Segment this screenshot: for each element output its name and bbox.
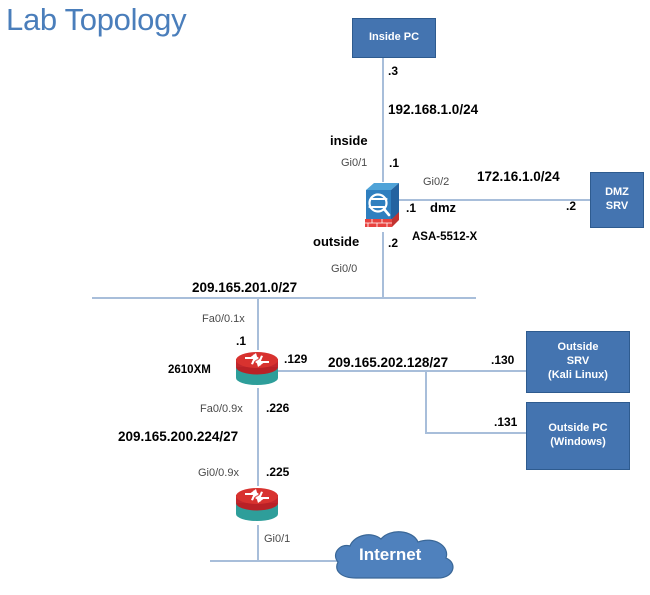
link-asa-to-dmz-srv	[398, 199, 590, 201]
ip-r1-lan: .129	[284, 352, 308, 366]
net-transit: 209.165.200.224/27	[118, 429, 239, 444]
link-lan-bus-drop	[425, 370, 427, 433]
node-outside-srv-line1: Outside	[557, 341, 599, 354]
link-router1-to-lan-bus	[278, 370, 526, 372]
router-icon-edge-svg	[236, 488, 278, 521]
cloud-icon-svg	[334, 531, 454, 579]
net-outside: 209.165.201.0/27	[192, 280, 298, 295]
link-router1-to-router2	[257, 388, 259, 486]
if-asa-inside: Gi0/1	[341, 157, 368, 169]
ip-outside-pc: .131	[494, 415, 518, 429]
if-asa-outside: Gi0/0	[331, 263, 358, 275]
link-asa-to-outside-bus	[382, 232, 384, 298]
zone-dmz: dmz	[430, 200, 456, 215]
device-model-asa: ASA-5512-X	[412, 231, 478, 243]
link-lan-bus-to-outside-pc	[425, 432, 526, 434]
ip-asa-outside: .2	[388, 236, 399, 250]
router-icon-2610xm[interactable]	[234, 350, 280, 390]
cloud-icon[interactable]: Internet	[328, 528, 460, 595]
if-r1-sub9: Fa0/0.9x	[200, 403, 243, 415]
ip-r1-fa01x: .1	[236, 334, 247, 348]
node-outside-pc-line2: (Windows)	[550, 436, 606, 448]
ip-asa-inside: .1	[389, 156, 400, 170]
node-dmz-srv-line2: SRV	[605, 200, 629, 212]
node-inside-pc[interactable]: Inside PC	[352, 18, 436, 58]
if-r2-sub9: Gi0/0.9x	[198, 467, 239, 479]
link-outside-bus-to-router1	[257, 297, 259, 350]
ip-asa-dmz: .1	[406, 201, 417, 215]
node-outside-srv-line3: (Kali Linux)	[548, 368, 608, 381]
node-dmz-srv-line1: DMZ	[605, 186, 629, 199]
link-router2-to-internet-bus	[257, 525, 259, 560]
router-icon-edge[interactable]	[234, 486, 280, 526]
device-model-router1: 2610XM	[168, 364, 211, 376]
ip-r1-fa09x: .226	[266, 401, 290, 415]
ip-r2-gi09x: .225	[266, 465, 290, 479]
zone-outside: outside	[313, 234, 360, 249]
zone-inside: inside	[330, 133, 368, 148]
page-title: Lab Topology	[6, 2, 187, 37]
if-r1-sub1: Fa0/0.1x	[202, 313, 245, 325]
net-dmz-lan: 209.165.202.128/27	[328, 355, 449, 370]
net-inside: 192.168.1.0/24	[388, 102, 479, 117]
node-dmz-srv[interactable]: DMZ SRV	[590, 172, 644, 228]
node-outside-pc-line1: Outside PC	[548, 422, 608, 435]
node-outside-pc[interactable]: Outside PC (Windows)	[526, 402, 630, 470]
ip-outside-srv: .130	[491, 353, 515, 367]
ip-inside-pc: .3	[388, 64, 399, 78]
cloud-label: Internet	[359, 545, 422, 564]
link-inside-pc-to-asa	[382, 57, 384, 182]
firewall-icon-svg	[365, 183, 399, 227]
node-outside-srv[interactable]: Outside SRV (Kali Linux)	[526, 331, 630, 393]
if-r2-wan: Gi0/1	[264, 533, 291, 545]
if-asa-dmz: Gi0/2	[423, 176, 450, 188]
firewall-icon[interactable]	[362, 180, 402, 230]
router-icon-2610xm-svg	[236, 352, 278, 385]
net-dmz: 172.16.1.0/24	[477, 169, 560, 184]
bus-internet	[210, 560, 340, 562]
ip-dmz-srv: .2	[566, 199, 577, 213]
node-inside-pc-label: Inside PC	[368, 31, 420, 44]
bus-outside-network	[92, 297, 476, 299]
node-outside-srv-line2: SRV	[566, 355, 590, 368]
